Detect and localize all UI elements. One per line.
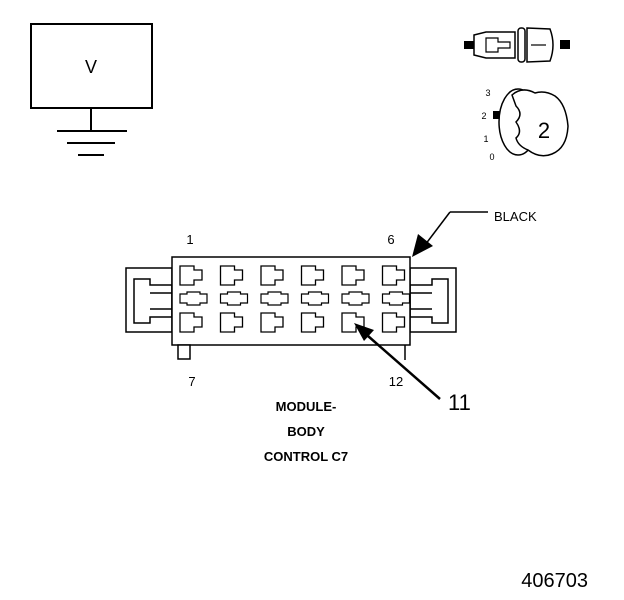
connector-housing <box>171 256 411 346</box>
probe-adapter-icon <box>464 27 570 63</box>
latch-slot-3 <box>260 291 289 306</box>
voltmeter-label: V <box>85 57 97 77</box>
dial-indicator <box>493 111 500 119</box>
dial-mark-1: 1 <box>483 134 488 144</box>
cavity-1 <box>179 265 203 286</box>
color-callout: BLACK <box>412 209 537 257</box>
cavity-5 <box>341 265 365 286</box>
pin-label-6: 6 <box>387 232 394 247</box>
title-line-1: MODULE- <box>276 399 337 414</box>
connector-color-label: BLACK <box>494 209 537 224</box>
latch-slot-5 <box>341 291 370 306</box>
cavity-10 <box>300 312 325 333</box>
cavity-12 <box>381 312 406 333</box>
voltmeter-symbol: V <box>30 23 153 156</box>
pin-label-12: 12 <box>389 374 403 389</box>
left-latch <box>125 267 173 333</box>
latch-slot-1 <box>179 291 208 306</box>
dial-mark-0: 0 <box>489 152 494 162</box>
latch-slot-6 <box>381 291 411 306</box>
cavity-3 <box>260 265 284 286</box>
title-line-2: BODY <box>287 424 325 439</box>
dial-mark-3: 3 <box>485 88 490 98</box>
cavity-6 <box>381 265 406 286</box>
selector-dial-icon: 3 2 1 0 2 <box>481 88 569 162</box>
dial-setting: 2 <box>538 118 550 143</box>
connector-title: MODULE- BODY CONTROL C7 <box>264 399 348 464</box>
cavity-7 <box>179 312 203 333</box>
terminal-cavities <box>179 265 411 333</box>
connector-c7 <box>125 256 457 360</box>
cavity-4 <box>300 265 325 286</box>
right-latch <box>409 267 457 333</box>
cavity-9 <box>260 312 284 333</box>
pin-label-1: 1 <box>186 232 193 247</box>
latch-slot-4 <box>300 291 330 306</box>
figure-number: 406703 <box>521 570 588 592</box>
housing-key-left <box>177 344 191 360</box>
probe-pointer: 11 <box>354 323 471 415</box>
pin-label-7: 7 <box>188 374 195 389</box>
latch-slot-2 <box>219 291 249 306</box>
ground-icon <box>57 130 127 156</box>
cavity-2 <box>219 265 244 286</box>
dial-mark-2: 2 <box>481 111 486 121</box>
probe-pin-label: 11 <box>448 390 471 415</box>
title-line-3: CONTROL C7 <box>264 449 348 464</box>
cavity-8 <box>219 312 244 333</box>
